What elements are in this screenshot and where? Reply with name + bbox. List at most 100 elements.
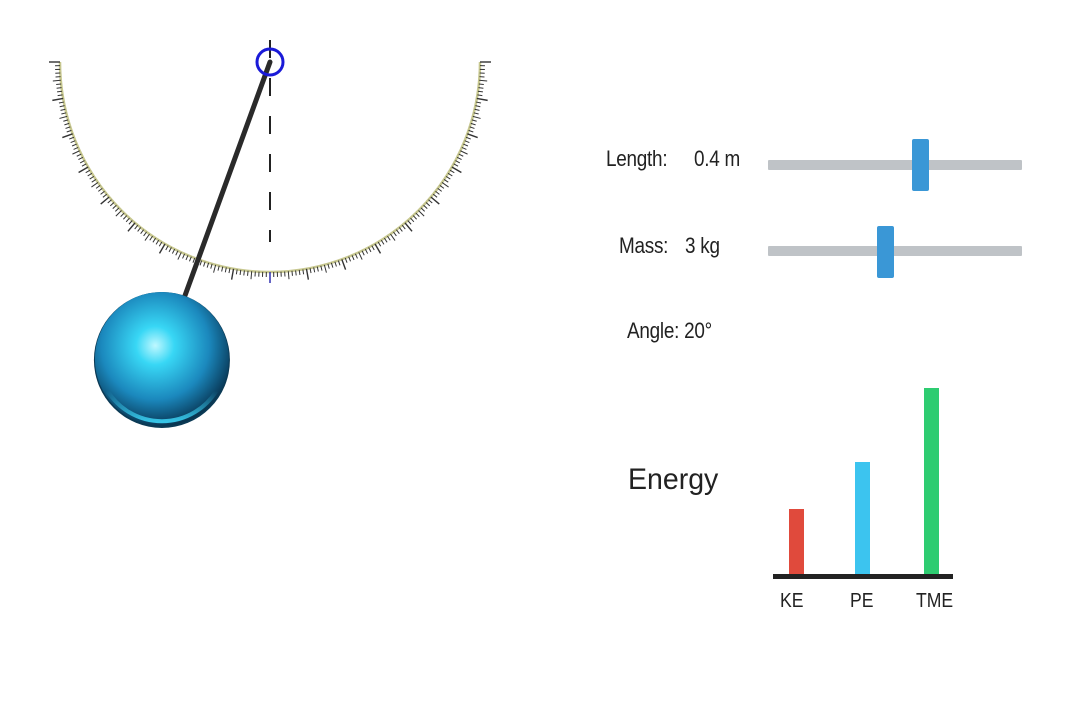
protractor-tick [168,247,172,253]
protractor-tick [91,179,97,183]
protractor-tick [144,233,150,241]
protractor-tick [137,227,142,232]
protractor-tick [435,190,440,195]
protractor-tick [472,115,481,119]
length-label: Length: [606,146,668,171]
protractor-tick [140,229,145,235]
length-value: 0.4 m [694,146,741,171]
protractor-tick [152,237,157,243]
protractor-tick [61,112,67,115]
protractor-tick [64,122,70,126]
protractor-tick [287,271,290,280]
protractor-tick [72,150,80,155]
protractor-tick [112,204,117,209]
protractor-tick [59,115,68,119]
length-slider-track[interactable] [768,160,1022,170]
ke-bar [789,508,804,574]
protractor-tick [380,239,385,245]
protractor-tick [465,136,471,140]
protractor-tick [143,231,147,237]
protractor-tick [477,90,483,93]
tme-bar [924,388,939,574]
protractor-tick [358,252,363,260]
protractor-tick [76,153,82,157]
protractor-tick [309,268,312,274]
protractor-tick [432,193,438,198]
protractor-tick [473,112,479,115]
protractor-tick [71,143,77,147]
protractor-tick [418,210,425,217]
protractor-tick [66,129,72,133]
protractor-tick [478,83,484,85]
protractor-tick [390,233,396,241]
protractor-tick [374,243,382,254]
protractor-tick [305,268,310,280]
protractor-tick [177,252,182,260]
protractor-tick [377,241,382,247]
protractor-tick [393,231,397,237]
pe-label: PE [850,590,874,612]
mass-label: Mass: [619,233,669,258]
protractor-tick [107,199,112,204]
protractor-tick [199,260,203,266]
protractor-tick [320,265,323,271]
protractor-tick [437,187,443,192]
protractor-tick [323,264,327,273]
protractor-tick [441,182,449,188]
protractor-tick [471,119,477,122]
length-slider-thumb[interactable] [912,139,930,191]
protractor-tick [175,250,179,256]
protractor-tick [63,119,69,122]
protractor-tick [158,243,166,254]
protractor-tick [224,267,227,273]
protractor-tick [70,140,76,144]
mass-slider-thumb[interactable] [876,226,894,278]
protractor-tick [460,150,468,155]
ke-label: KE [780,590,804,612]
protractor-tick [125,217,130,223]
protractor-tick [398,227,403,232]
protractor-tick [221,266,224,272]
protractor-tick [316,266,319,272]
protractor-tick [185,255,189,261]
protractor-tick [468,129,474,133]
protractor-tick [171,248,176,254]
protractor-tick [127,222,136,232]
protractor-tick [420,207,426,212]
protractor-tick [348,256,352,262]
protractor-tick [73,146,79,150]
protractor-tick [102,193,108,198]
protractor-tick [407,220,412,225]
protractor-tick [165,245,169,251]
pendulum-bob-icon[interactable] [93,291,230,428]
protractor-tick [78,166,89,174]
protractor-tick [387,235,391,241]
protractor-tick [439,185,445,189]
pivot-ring-icon [255,47,285,77]
protractor-tick [371,245,375,251]
protractor-tick [478,87,484,89]
protractor-tick [87,172,93,177]
protractor-tick [464,140,470,144]
protractor-tick [302,269,305,275]
protractor-tick [243,270,245,276]
protractor-tick [109,202,115,207]
protractor-tick [95,185,101,189]
protractor-tick [123,215,128,220]
protractor-tick [155,239,160,245]
protractor-tick [100,190,105,195]
protractor-tick [479,79,488,82]
protractor-tick [443,179,449,183]
pe-bar [855,462,870,574]
mass-slider-track[interactable] [768,246,1022,256]
protractor-tick [100,196,110,205]
protractor-tick [425,202,431,207]
protractor-tick [412,215,417,220]
protractor-tick [57,94,63,97]
protractor-tick [149,235,153,241]
protractor-tick [203,261,206,267]
pendulum-canvas [49,40,491,428]
protractor-tick [298,269,301,275]
protractor-tick [330,262,334,268]
protractor-arc [58,61,482,274]
